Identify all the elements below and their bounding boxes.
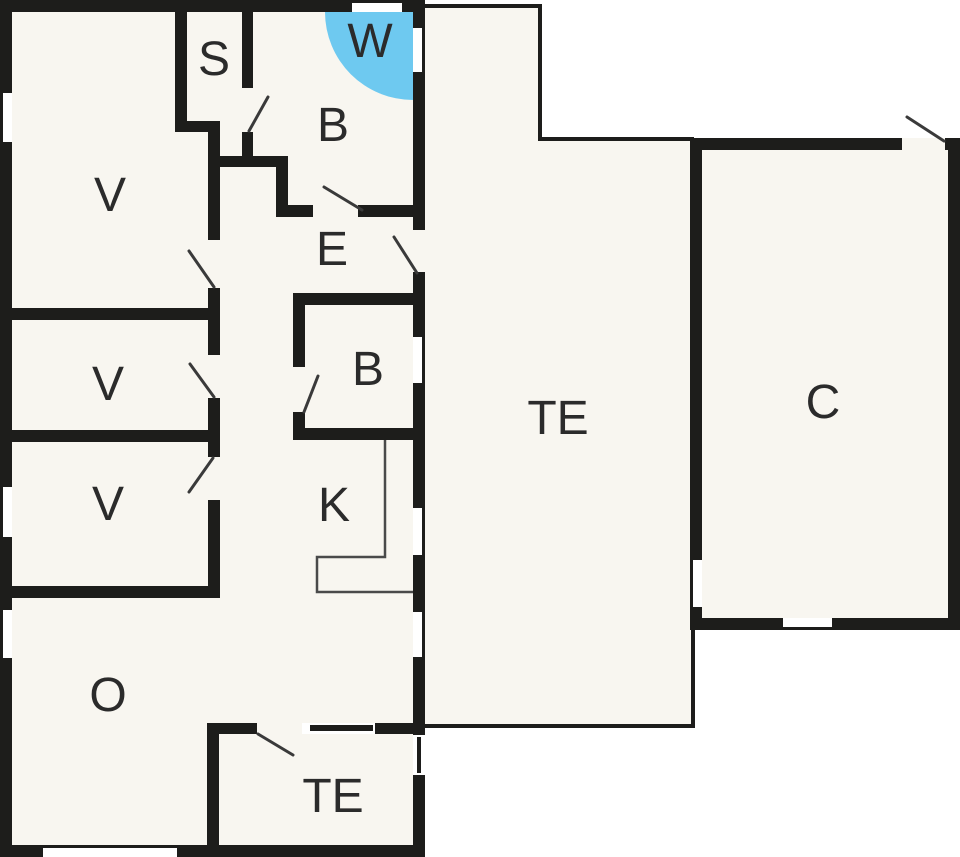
wall-hall-seg3 [208,398,220,457]
wall-c-bottom-b [832,618,960,630]
room-label-o: O [89,669,127,722]
window-o-bottom-line [43,845,177,848]
wall-s-right-upper [242,12,253,88]
room-label-c: C [805,376,841,429]
terrace-outline [425,4,695,728]
door-swings [187,95,946,757]
room-label-w: W [347,15,393,68]
room-label-te-main: TE [527,392,589,445]
door-swing-v1 [187,249,216,289]
door-gaps [257,138,945,734]
window-o-bottom [43,848,177,857]
door-swing-b1 [322,185,364,212]
wall-hall-seg2 [208,288,220,355]
wall-v2-bottom [0,430,220,442]
door-swing-s [247,95,270,133]
te-door-gap [257,723,302,734]
kitchen-counter-outline [315,440,413,594]
door-swing-b2 [302,374,320,414]
terrace-line-mid [542,137,694,141]
carport-walls [690,138,960,630]
wall-s-right-lower [242,132,253,167]
room-label-v2: V [91,358,125,411]
entry-door-gap [413,230,425,272]
room-label-v1: V [93,169,127,222]
wall-b1-bottom-a [276,205,313,217]
windows [0,0,832,857]
door-swing-v3 [187,456,215,494]
carport-door-gap [902,138,945,150]
window-v3-line [0,487,3,537]
door-swing-entry [392,235,419,275]
room-label-k: K [317,479,351,532]
shower-quarter-circle-icon [325,12,413,100]
wall-c-top-a [690,138,902,150]
window-w-top-line [352,0,402,3]
room-label-b2: B [351,343,385,396]
room-label-v3: V [91,478,125,531]
wall-c-right [948,138,960,630]
room-label-te-bottom: TE [302,770,364,823]
wall-b2-bottom [293,428,425,440]
terrace-line-bottom [425,724,695,728]
wall-o-top [0,586,220,598]
window-te-right-bar [417,737,421,773]
wall-te-left [207,723,219,857]
window-te-top-bar [310,725,373,731]
wall-b1-left [276,156,288,217]
terrace-line-upper-right [538,4,542,141]
door-swing-v2 [188,362,216,399]
door-swing-carport [905,115,946,143]
wall-s-left [175,12,187,132]
room-label-s: S [197,33,231,86]
wall-top [0,0,425,12]
carport-floor [690,138,960,630]
window-b2-line [422,337,425,383]
window-k-line [422,508,425,555]
wall-te-top-a [207,723,257,734]
room-label-e: E [315,223,349,276]
wall-s-bottom [175,121,220,132]
wall-hall-seg1 [208,121,220,240]
window-c-bottom-line [783,627,832,630]
window-dining-line [422,612,425,657]
wall-te-top-b [375,723,413,734]
wall-b1-bottom-b [358,205,413,217]
window-c-left-line [690,560,693,607]
terrace-line-lower-right [691,630,695,728]
wall-c-left-a [690,138,702,560]
terrace-line-top [425,4,542,8]
wall-c-bottom-a [690,618,783,630]
window-o-left-line [0,610,3,658]
wall-v1-bottom [0,308,220,320]
interior-walls [0,12,425,857]
window-v1-line [0,93,3,142]
window-w-right-line [422,28,425,72]
wall-hall-seg4 [208,500,220,598]
wall-hall-step [208,156,287,167]
room-label-b1: B [316,99,350,152]
terrace-main-floor [425,4,691,728]
wall-b2-top [293,293,425,305]
wall-b2-left-a [293,293,305,367]
door-swing-te [256,732,295,757]
